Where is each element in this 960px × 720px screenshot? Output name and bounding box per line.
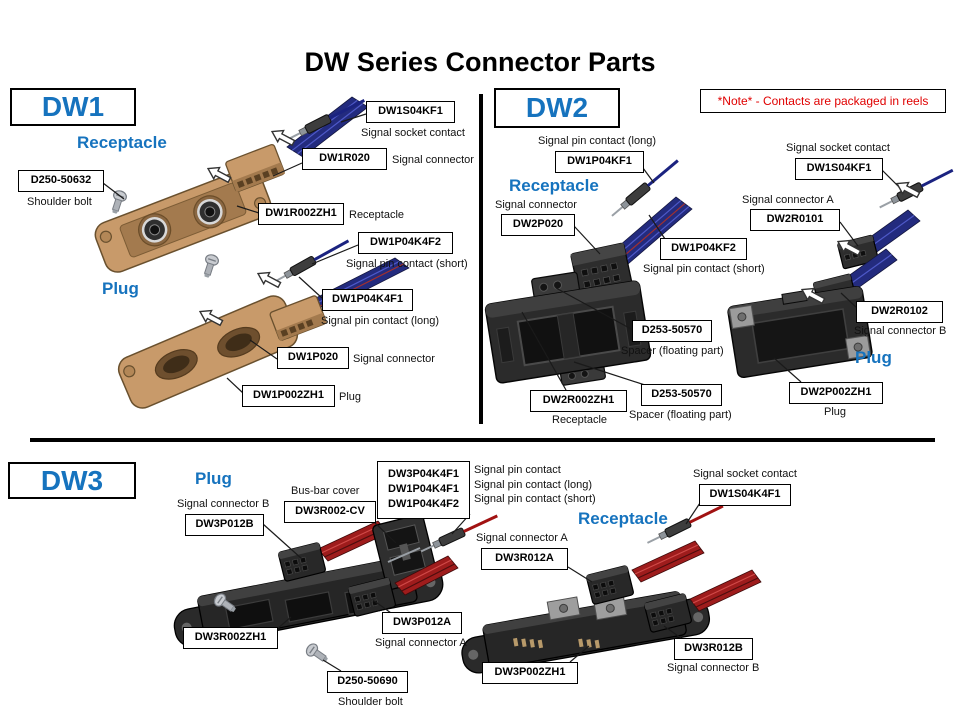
part-code-dw3p012a: DW3P012A (382, 612, 462, 634)
dw1-signal-connector-r-graphic (225, 143, 286, 193)
dw3-pin-graphic (387, 547, 421, 563)
dw3-connector-b-recept-graphic (643, 592, 693, 634)
part-code-dw3r002-cv: DW3R002-CV (284, 501, 376, 523)
part-code-pin-contacts: DW3P04K4F1 DW1P04K4F1 DW1P04K4F2 (377, 461, 470, 519)
part-desc-plug: Plug (339, 391, 362, 403)
part-desc-signal-pin-contact-long: Signal pin contact (long) (321, 315, 440, 327)
dw3-shoulder-bolt-graphic (303, 641, 332, 667)
pin-code-2: DW1P04K4F1 (388, 483, 459, 495)
dw1-shoulder-bolt-graphic (107, 188, 129, 216)
part-desc-signal-pin-contact-long: Signal pin contact (long) (538, 135, 657, 147)
dw3-connector-a-plug-graphic (347, 576, 397, 618)
part-desc-signal-connector-a: Signal connector A (375, 637, 467, 649)
part-desc-shoulder-bolt: Shoulder bolt (338, 696, 403, 708)
part-desc-signal-pin-contact-short: Signal pin contact (short) (474, 493, 596, 505)
dw1-receptacle-heading: Receptacle (77, 133, 167, 152)
dw1-shoulder-bolt-graphic (199, 252, 221, 280)
part-code-dw1p04k4f2: DW1P04K4F2 (358, 232, 453, 254)
part-desc-receptacle: Receptacle (349, 209, 405, 221)
page-title: DW Series Connector Parts (304, 47, 656, 77)
part-code-dw2r0101: DW2R0101 (750, 209, 840, 231)
part-desc-signal-connector-b: Signal connector B (667, 662, 760, 674)
dw2-receptacle-graphic (484, 271, 652, 386)
section-label-dw3: DW3 (8, 462, 136, 499)
dw1-pin-contact-graphic (270, 239, 350, 288)
pin-code-3: DW1P04K4F2 (388, 498, 459, 510)
dw2-plug-heading: Plug (855, 348, 892, 367)
part-desc-signal-connector-a: Signal connector A (476, 532, 568, 544)
part-desc-spacer-floating: Spacer (floating part) (621, 345, 724, 357)
part-code-dw3p002zh1: DW3P002ZH1 (482, 662, 578, 684)
part-code-dw1s04kf1: DW1S04KF1 (795, 158, 883, 180)
part-desc-signal-pin-contact-long: Signal pin contact (long) (474, 479, 593, 491)
part-desc-signal-connector-b: Signal connector B (854, 325, 947, 337)
part-desc-busbar-cover: Bus-bar cover (291, 485, 360, 497)
dw1-signal-connector-p-graphic (269, 295, 327, 341)
part-code-dw1p04kf1: DW1P04KF1 (555, 151, 644, 173)
part-desc-signal-connector: Signal connector (353, 353, 435, 365)
part-code-dw1p04k4f1: DW1P04K4F1 (322, 289, 413, 311)
dw3-shoulder-bolt-graphic (211, 591, 240, 617)
part-code-dw2p020: DW2P020 (501, 214, 575, 236)
part-code-dw1p020: DW1P020 (277, 347, 349, 369)
part-desc-signal-socket-contact: Signal socket contact (361, 127, 465, 139)
part-code-dw2r0102: DW2R0102 (856, 301, 943, 323)
part-desc-signal-socket-contact: Signal socket contact (786, 142, 890, 154)
dw2-signal-connector-graphic (570, 242, 634, 302)
part-desc-signal-connector: Signal connector (495, 199, 577, 211)
pin-code-1: DW3P04K4F1 (388, 468, 459, 480)
dw3-connector-a-recept-graphic (585, 564, 635, 606)
part-code-dw1r002zh1: DW1R002ZH1 (258, 203, 344, 225)
dw2-plug-graphic (727, 285, 873, 379)
part-code-d253-50570: D253-50570 (632, 320, 712, 342)
part-desc-signal-connector-b: Signal connector B (177, 498, 270, 510)
part-code-d250-50632: D250-50632 (18, 170, 104, 192)
part-desc-signal-connector: Signal connector (392, 154, 474, 166)
section-label-dw2: DW2 (494, 88, 620, 128)
part-desc-signal-pin-contact-short: Signal pin contact (short) (643, 263, 765, 275)
dw1-plug-heading: Plug (102, 279, 139, 298)
part-code-dw3r012a: DW3R012A (481, 548, 568, 570)
part-desc-receptacle: Receptacle (552, 414, 608, 426)
part-desc-signal-pin-contact-short: Signal pin contact (short) (346, 258, 468, 270)
part-code-d250-50690: D250-50690 (327, 671, 408, 693)
dw3-receptacle-heading: Receptacle (578, 509, 668, 528)
part-desc-signal-socket-contact: Signal socket contact (693, 468, 797, 480)
dw1-dw2-divider (479, 94, 483, 424)
top-bottom-divider (30, 438, 935, 442)
part-code-dw3r002zh1: DW3R002ZH1 (183, 627, 278, 649)
part-code-dw2p002zh1: DW2P002ZH1 (789, 382, 883, 404)
part-code-dw1s04kf1: DW1S04KF1 (366, 101, 455, 123)
part-code-dw2r002zh1: DW2R002ZH1 (530, 390, 627, 412)
part-desc-spacer-floating: Spacer (floating part) (629, 409, 732, 421)
dw2-receptacle-heading: Receptacle (509, 176, 599, 195)
dw3-busbar-cover-graphic (372, 514, 438, 590)
dw2-socket-contact-graphic (876, 168, 954, 213)
part-code-dw1s04k4f1: DW1S04K4F1 (699, 484, 791, 506)
part-code-dw3r012b: DW3R012B (674, 638, 753, 660)
part-desc-shoulder-bolt: Shoulder bolt (27, 196, 92, 208)
part-code-d253-50570: D253-50570 (641, 384, 722, 406)
dw3-connector-b-plug-graphic (277, 541, 327, 583)
part-desc-signal-connector-a: Signal connector A (742, 194, 834, 206)
section-label-dw1: DW1 (10, 88, 136, 126)
note-box: *Note* - Contacts are packaged in reels (700, 89, 946, 113)
part-code-dw1p002zh1: DW1P002ZH1 (242, 385, 335, 407)
part-desc-signal-pin-contact: Signal pin contact (474, 464, 561, 476)
dw2-connector-b-graphic (813, 273, 857, 311)
part-desc-plug: Plug (824, 406, 847, 418)
dw2-connector-a-graphic (837, 234, 879, 270)
part-code-dw3p012b: DW3P012B (185, 514, 264, 536)
dw1-socket-contact-graphic (284, 99, 366, 145)
part-code-dw1r020: DW1R020 (302, 148, 387, 170)
dw1-receptacle-graphic (94, 167, 272, 273)
dw3-plug-heading: Plug (195, 469, 232, 488)
part-code-dw1p04kf2: DW1P04KF2 (660, 238, 747, 260)
dw3-receptacle-graphic (461, 591, 711, 674)
